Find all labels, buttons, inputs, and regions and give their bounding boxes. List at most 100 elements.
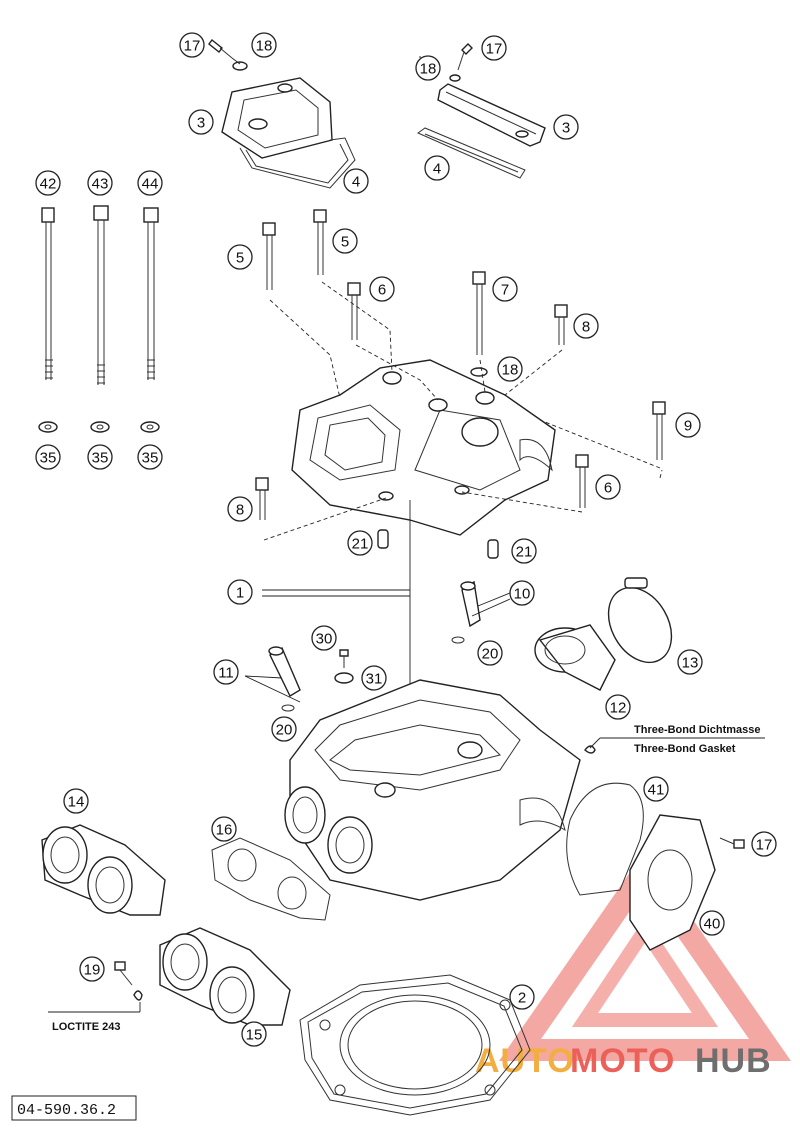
callout-circle: [415, 55, 441, 81]
callout-number: 15: [246, 1027, 263, 1044]
callout-circle: [643, 776, 669, 802]
callout-number: 5: [236, 250, 244, 267]
intake-boot: [534, 577, 673, 691]
callout-16: 16: [211, 816, 237, 842]
callout-circle: [343, 168, 369, 194]
callout-number: 44: [142, 176, 159, 193]
callout-number: 5: [341, 234, 349, 251]
callout-number: 35: [40, 450, 57, 467]
intake-gasket: [211, 837, 331, 921]
threadlock-label: LOCTITE 243: [48, 1002, 141, 1033]
callout-circle: [79, 956, 105, 982]
callout-13: 13: [677, 649, 703, 675]
callout-circle: [509, 580, 535, 606]
callout-42: 42: [35, 170, 61, 196]
callout-number: 3: [562, 120, 570, 137]
callout-5: 5: [227, 244, 253, 270]
callout-41: 41: [643, 776, 669, 802]
callout-3: 3: [553, 114, 579, 140]
callout-circle: [605, 694, 631, 720]
callout-10: 10: [509, 580, 535, 606]
callout-number: 40: [704, 916, 721, 933]
callout-4: 4: [343, 168, 369, 194]
callout-18: 18: [497, 356, 523, 382]
callout-35: 35: [35, 444, 61, 470]
carrier-bolts: [255, 209, 666, 559]
callout-9: 9: [675, 412, 701, 438]
callout-number: 10: [514, 586, 531, 603]
sealant-label-en: Three-Bond Gasket: [634, 743, 736, 755]
callout-number: 20: [482, 646, 499, 663]
callout-2: 2: [509, 984, 535, 1010]
callout-circle: [509, 984, 535, 1010]
sealant-label-de: Three-Bond Dichtmasse: [634, 724, 761, 736]
callout-circle: [137, 170, 163, 196]
watermark-auto: AUTO: [475, 1042, 575, 1080]
callout-6: 6: [369, 276, 395, 302]
callout-circle: [227, 579, 253, 605]
callout-circle: [213, 659, 239, 685]
callout-21: 21: [347, 530, 373, 556]
callout-number: 18: [420, 61, 437, 78]
callout-circle: [497, 356, 523, 382]
water-pump-cover: [566, 782, 745, 951]
callout-number: 41: [648, 782, 665, 799]
callout-5: 5: [332, 228, 358, 254]
callout-43: 43: [87, 170, 113, 196]
callout-number: 6: [604, 480, 612, 497]
callout-number: 6: [378, 282, 386, 299]
callout-number: 1: [236, 585, 244, 602]
assembly-lines: [262, 56, 663, 700]
callout-number: 18: [502, 362, 519, 379]
valve-cover-assembly: [208, 39, 356, 189]
callout-44: 44: [137, 170, 163, 196]
callout-number: 8: [582, 319, 590, 336]
callout-15: 15: [241, 1021, 267, 1047]
callout-circle: [699, 910, 725, 936]
callout-number: 18: [256, 38, 273, 55]
callout-number: 17: [184, 38, 201, 55]
callout-circle: [595, 474, 621, 500]
callout-number: 9: [684, 418, 692, 435]
callout-circle: [492, 276, 518, 302]
callout-circle: [87, 444, 113, 470]
callout-circle: [361, 665, 387, 691]
callout-number: 17: [756, 837, 773, 854]
callout-8: 8: [227, 496, 253, 522]
callout-number: 2: [518, 990, 526, 1007]
callout-18: 18: [415, 55, 441, 81]
callout-circle: [35, 170, 61, 196]
callout-7: 7: [492, 276, 518, 302]
camshaft-carrier: [291, 359, 556, 536]
callout-circle: [137, 444, 163, 470]
callout-40: 40: [699, 910, 725, 936]
callout-circle: [35, 444, 61, 470]
callout-circle: [369, 276, 395, 302]
intake-flanges: [41, 824, 291, 1026]
callout-number: 31: [366, 671, 383, 688]
callout-circle: [347, 530, 373, 556]
watermark-moto: MOTO: [570, 1042, 675, 1080]
callout-number: 4: [433, 161, 441, 178]
callout-3: 3: [188, 109, 214, 135]
callout-number: 43: [92, 176, 109, 193]
callout-circle: [481, 35, 507, 61]
callout-circle: [87, 170, 113, 196]
callout-number: 35: [92, 450, 109, 467]
callout-number: 12: [610, 700, 627, 717]
callout-number: 3: [197, 115, 205, 132]
callout-number: 13: [682, 655, 699, 672]
callout-circle: [751, 831, 777, 857]
callout-circle: [227, 244, 253, 270]
callout-number: 30: [316, 631, 333, 648]
callout-number: 4: [352, 174, 360, 191]
callout-6: 6: [595, 474, 621, 500]
callout-circle: [63, 788, 89, 814]
callout-circle: [332, 228, 358, 254]
callout-circle: [211, 816, 237, 842]
screw-19: [114, 961, 143, 1001]
callout-17: 17: [751, 831, 777, 857]
head-gasket: [299, 974, 531, 1116]
callout-circle: [227, 496, 253, 522]
